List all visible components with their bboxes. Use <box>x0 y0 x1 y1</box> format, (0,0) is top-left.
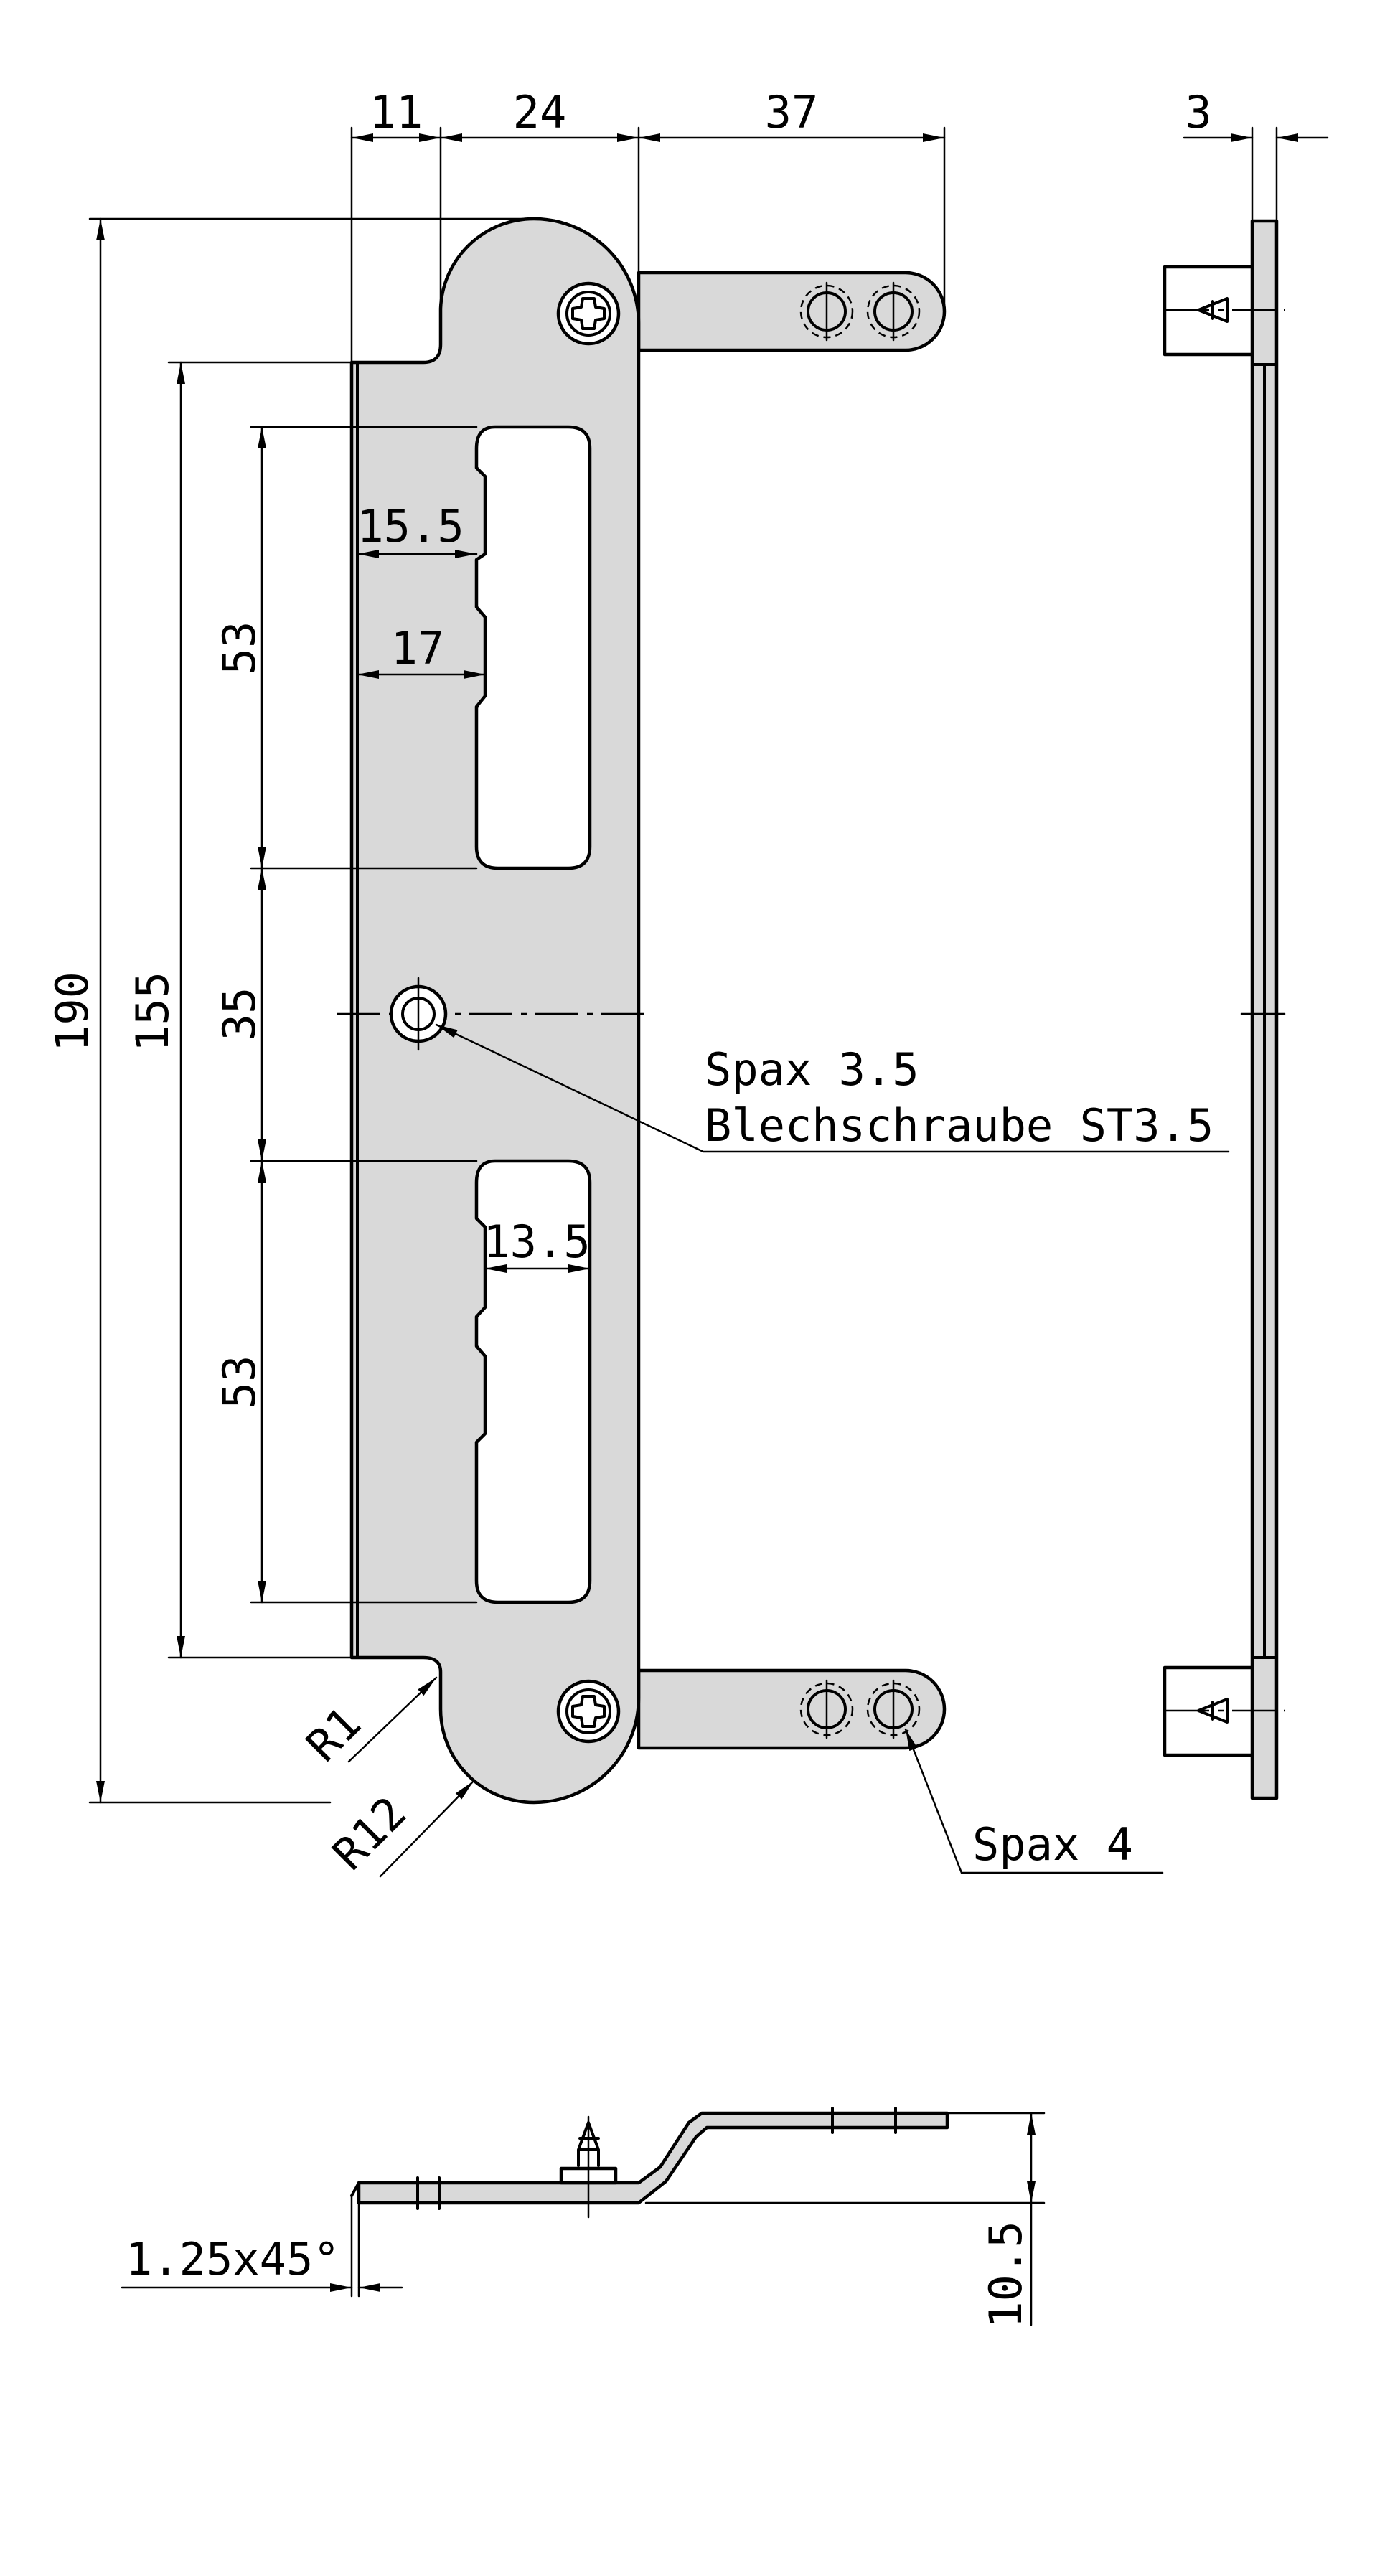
center-screw-hole <box>389 977 448 1051</box>
bottom-torx-screw <box>556 1679 621 1744</box>
dim-190: 190 <box>46 972 98 1052</box>
spax-3-5-label: Spax 3.5 <box>705 1043 919 1096</box>
top-torx-screw <box>556 281 621 346</box>
top-tab-holes <box>799 281 921 342</box>
side-view <box>1163 219 1286 1800</box>
upper-slot <box>474 425 592 870</box>
radius-r12: R12 <box>322 1786 416 1880</box>
dim-53-top: 53 <box>213 621 266 675</box>
bottom-view <box>350 2107 949 2219</box>
dim-155: 155 <box>126 972 179 1052</box>
dim-11: 11 <box>370 86 423 138</box>
dim-13-5: 13.5 <box>483 1216 590 1268</box>
bottom-tab <box>637 1668 947 1750</box>
bottom-tab-holes <box>799 1679 921 1739</box>
dim-3: 3 <box>1185 86 1211 138</box>
dim-17: 17 <box>391 622 445 674</box>
dim-37: 37 <box>765 86 819 138</box>
dim-53-bottom: 53 <box>213 1355 266 1409</box>
dim-10-5: 10.5 <box>980 2221 1032 2328</box>
dimension-lines <box>88 126 1329 2326</box>
dimension-labels: 11 24 37 3 190 155 53 35 53 15.5 17 13.5… <box>46 86 1212 2328</box>
annotation-labels: Spax 3.5 Blechschraube ST3.5 Spax 4 <box>705 1043 1213 1871</box>
bottom-profile <box>357 2111 949 2205</box>
front-view <box>337 217 947 1805</box>
dim-35: 35 <box>213 987 266 1041</box>
chamfer-label: 1.25x45° <box>126 2233 340 2285</box>
blechschraube-label: Blechschraube ST3.5 <box>705 1099 1213 1152</box>
dim-15-5: 15.5 <box>357 500 464 553</box>
top-tab <box>637 271 947 352</box>
radius-r1: R1 <box>296 1697 371 1772</box>
dim-24: 24 <box>513 86 567 138</box>
spax-4-label: Spax 4 <box>972 1818 1133 1871</box>
